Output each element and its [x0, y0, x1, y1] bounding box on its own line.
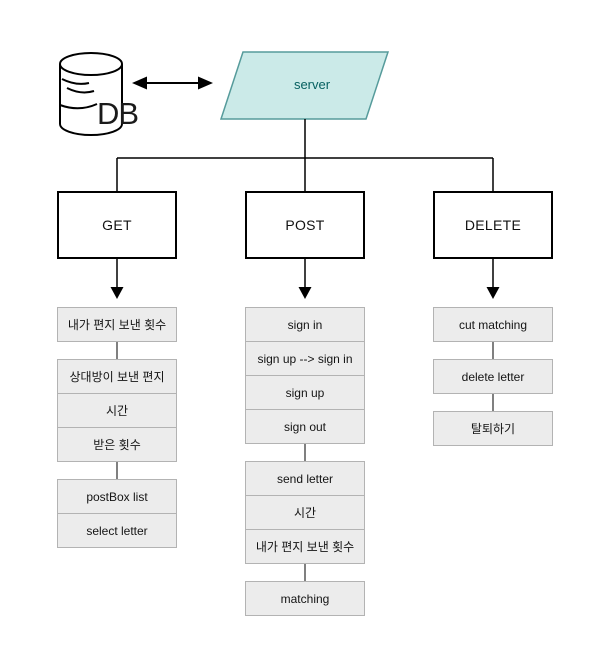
flow-step: select letter [58, 513, 176, 547]
post-group-3: matching [245, 581, 365, 616]
server-branch-lines [116, 119, 494, 191]
flow-step: sign up --> sign in [246, 341, 364, 375]
disk-line-icon [66, 87, 95, 94]
flow-step: sign out [246, 409, 364, 443]
disk-line-icon [59, 103, 98, 110]
flow-step: matching [280, 591, 330, 606]
db-label: DB [97, 96, 138, 131]
flow-step: 받은 횟수 [58, 427, 176, 461]
method-box-delete: DELETE [433, 191, 553, 259]
post-group-2: send letter 시간 내가 편지 보낸 횟수 [245, 461, 365, 564]
flow-step: 내가 편지 보낸 횟수 [246, 529, 364, 563]
flow-step: cut matching [458, 317, 528, 332]
get-down-arrow-icon [110, 259, 124, 299]
database-icon [59, 52, 123, 136]
post-down-arrow-icon [298, 259, 312, 299]
flow-step: sign up [246, 375, 364, 409]
flow-step: 시간 [246, 495, 364, 529]
flow-step: 상대방이 보낸 편지 [69, 370, 165, 384]
delete-group-2: delete letter [433, 359, 553, 394]
flow-step: send letter [276, 471, 334, 486]
delete-group-1: cut matching [433, 307, 553, 342]
flow-step: delete letter [461, 369, 525, 384]
delete-group-3: 탈퇴하기 [433, 411, 553, 446]
post-group-1: sign in sign up --> sign in sign up sign… [245, 307, 365, 444]
delete-down-arrow-icon [486, 259, 500, 299]
get-group-1: 내가 편지 보낸 횟수 [57, 307, 177, 342]
flow-step: 내가 편지 보낸 횟수 [67, 318, 167, 332]
flow-step: postBox list [86, 489, 148, 504]
flow-step: 탈퇴하기 [470, 422, 516, 436]
db-server-arrow-icon [132, 76, 213, 90]
method-box-post: POST [245, 191, 365, 259]
disk-line-icon [61, 78, 90, 85]
flow-step: sign in [287, 317, 323, 332]
get-group-3: postBox list select letter [57, 479, 177, 548]
method-box-get: GET [57, 191, 177, 259]
server-shape [219, 51, 390, 120]
flow-step: 시간 [58, 393, 176, 427]
group-connector-lines [116, 341, 494, 581]
get-group-2: 상대방이 보낸 편지 시간 받은 횟수 [57, 359, 177, 462]
server-label: server [294, 77, 331, 92]
